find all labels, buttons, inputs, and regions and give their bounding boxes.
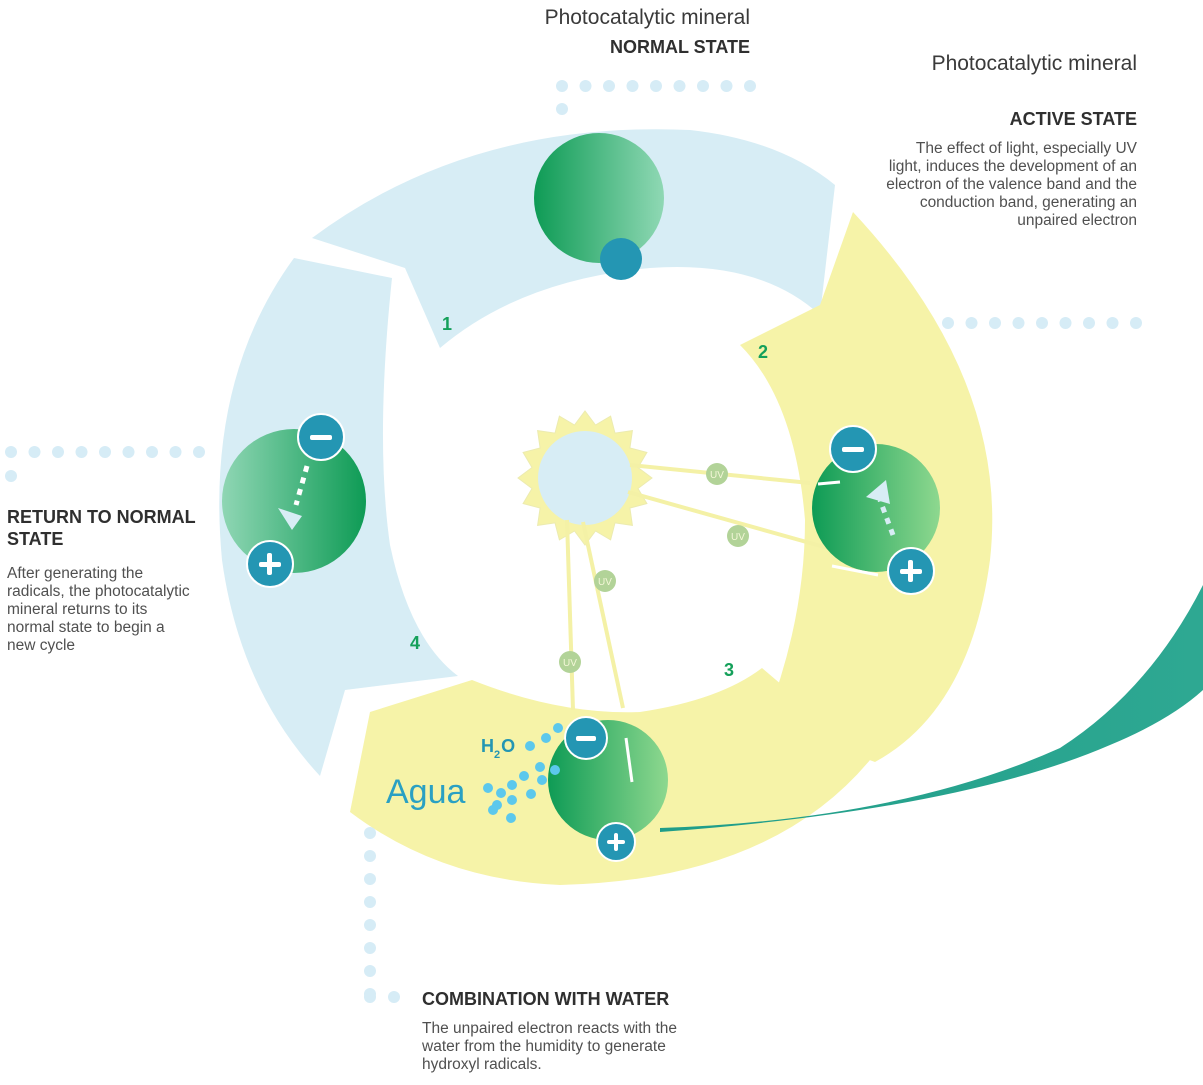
- connector-dot: [5, 446, 17, 458]
- connector-dot: [5, 470, 17, 482]
- connector-dot: [519, 771, 529, 781]
- water-state-title: COMBINATION WITH WATER: [422, 989, 670, 1009]
- active-state-description: The effect of light, especially UV light…: [886, 140, 1137, 229]
- connector-dot: [965, 317, 978, 329]
- arrow-icon: [866, 480, 890, 504]
- connector-dot: [488, 805, 498, 815]
- connector-dot: [579, 80, 592, 92]
- uv-label: UV: [563, 658, 577, 669]
- connector-dot: [193, 446, 205, 458]
- uv-label: UV: [598, 577, 612, 588]
- connector-dot: [697, 80, 709, 92]
- connector-dot: [525, 741, 535, 751]
- step-number-3: 3: [724, 660, 735, 680]
- connector-dot: [1012, 317, 1025, 329]
- connector-dot: [942, 317, 954, 329]
- connector-dot: [673, 80, 686, 92]
- arrow-icon: [278, 508, 302, 530]
- uv-badge: UV: [727, 525, 749, 547]
- plus-charge-icon: [887, 547, 935, 595]
- step-number-4: 4: [410, 633, 421, 653]
- h2o-formula: H2O: [481, 736, 515, 761]
- water-word: Agua: [386, 773, 465, 811]
- sun-icon: [517, 410, 653, 546]
- connector-dot: [169, 446, 182, 458]
- connector-dot: [507, 795, 517, 805]
- connector-dot: [364, 827, 376, 839]
- connector-dot: [99, 446, 111, 458]
- step-number-1: 1: [442, 314, 453, 334]
- connector-dot: [1106, 317, 1119, 329]
- connector-dot: [146, 446, 158, 458]
- connector-dot: [526, 789, 536, 799]
- mineral-return-state: [222, 413, 366, 588]
- connector-dot: [989, 317, 1001, 329]
- plus-charge-icon: [596, 822, 636, 862]
- connector-dot: [483, 783, 493, 793]
- connector-dot: [650, 80, 662, 92]
- connector-dot: [364, 942, 376, 954]
- minus-charge-icon: [297, 413, 345, 461]
- connector-dot: [364, 850, 376, 862]
- connector-dot: [550, 765, 560, 775]
- connector-dot: [364, 873, 376, 885]
- mineral-normal-state: [534, 133, 664, 280]
- minus-charge-icon: [564, 716, 608, 760]
- connector-dot: [75, 446, 88, 458]
- connector-dot: [364, 919, 376, 931]
- connector-dot: [537, 775, 547, 785]
- connector-dot: [122, 446, 135, 458]
- uv-badge: UV: [706, 463, 728, 485]
- connector-dot: [28, 446, 41, 458]
- connector-dot: [364, 991, 376, 1003]
- plus-charge-icon: [246, 540, 294, 588]
- connector-dot: [52, 446, 64, 458]
- connector-dot: [535, 762, 545, 772]
- uv-badge: UV: [559, 651, 581, 673]
- connector-dot: [541, 733, 551, 743]
- connector-dot: [388, 991, 400, 1003]
- uv-beams: [565, 463, 829, 711]
- connector-dot: [364, 896, 376, 908]
- connector-dot: [364, 965, 376, 977]
- electron-dot: [600, 238, 642, 280]
- return-state-title: RETURN TO NORMAL STATE: [7, 507, 196, 549]
- normal-state-title: Photocatalytic mineral: [544, 6, 750, 29]
- connector-dot: [1083, 317, 1095, 329]
- dotted-connectors: [5, 80, 1142, 1003]
- connector-dot: [507, 780, 517, 790]
- connector-dot: [603, 80, 615, 92]
- uv-badge: UV: [594, 570, 616, 592]
- connector-dot: [496, 788, 506, 798]
- return-state-description: After generating the radicals, the photo…: [7, 565, 190, 654]
- connector-dot: [1130, 317, 1142, 329]
- connector-dot: [556, 103, 568, 115]
- connector-dot: [1036, 317, 1048, 329]
- uv-label: UV: [731, 532, 745, 543]
- connector-dot: [744, 80, 756, 92]
- connector-dot: [506, 813, 516, 823]
- normal-state-subtitle: NORMAL STATE: [610, 37, 750, 57]
- water-state-description: The unpaired electron reacts with the wa…: [422, 1020, 678, 1073]
- connector-dot: [1059, 317, 1072, 329]
- mineral-active-state: [812, 425, 940, 595]
- connector-dot: [556, 80, 568, 92]
- connector-dot: [720, 80, 733, 92]
- active-state-title: Photocatalytic mineral: [931, 52, 1137, 75]
- active-state-subtitle: ACTIVE STATE: [1009, 109, 1137, 129]
- minus-charge-icon: [829, 425, 877, 473]
- mineral-water-state: H2O Agua: [386, 716, 668, 862]
- connector-dot: [553, 723, 563, 733]
- step-number-2: 2: [758, 342, 769, 362]
- uv-label: UV: [710, 470, 724, 481]
- connector-dot: [626, 80, 639, 92]
- water-droplets: [483, 723, 563, 823]
